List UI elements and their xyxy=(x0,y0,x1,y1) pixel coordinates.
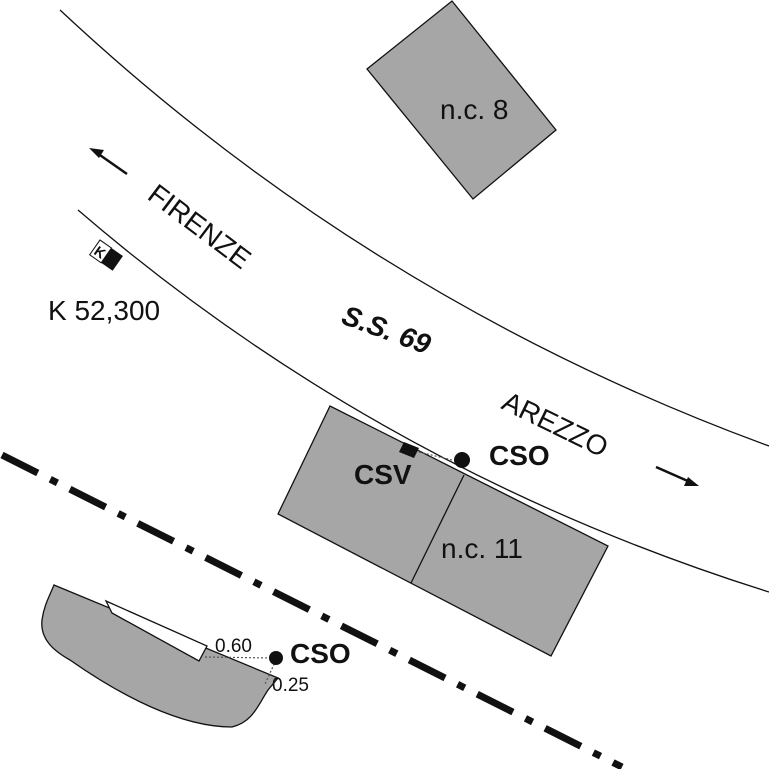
cso-upper-label: CSO xyxy=(489,440,550,471)
measure-vertical-label: 0.25 xyxy=(272,675,309,696)
railway-line xyxy=(0,451,624,769)
building-nc11-divider xyxy=(410,474,465,584)
arrow-firenze-icon xyxy=(89,148,128,176)
building-nc11-label: n.c. 11 xyxy=(441,533,523,564)
csv-label: CSV xyxy=(354,459,412,490)
road-edge-south xyxy=(77,209,769,593)
csv-box xyxy=(399,442,419,458)
cso-upper-point xyxy=(454,452,470,468)
measure-line-horizontal xyxy=(204,656,271,659)
kilometer-sign-icon: K xyxy=(88,239,123,271)
building-nc8-label: n.c. 8 xyxy=(440,94,508,125)
measure-horizontal-label: 0.60 xyxy=(215,636,252,657)
building-nc11 xyxy=(277,405,609,657)
building-nc8 xyxy=(366,0,557,200)
road-edge-north xyxy=(59,9,769,447)
arrow-arezzo-icon xyxy=(655,465,699,486)
cso-lower-label: CSO xyxy=(290,638,351,669)
direction-firenze-label: FIRENZE xyxy=(142,178,256,275)
culvert-box xyxy=(104,599,208,662)
road-name-label: S.S. 69 xyxy=(338,300,435,361)
water-body xyxy=(41,584,280,728)
kilometer-marker-label: K 52,300 xyxy=(48,295,160,326)
cso-lower-point xyxy=(269,651,283,665)
